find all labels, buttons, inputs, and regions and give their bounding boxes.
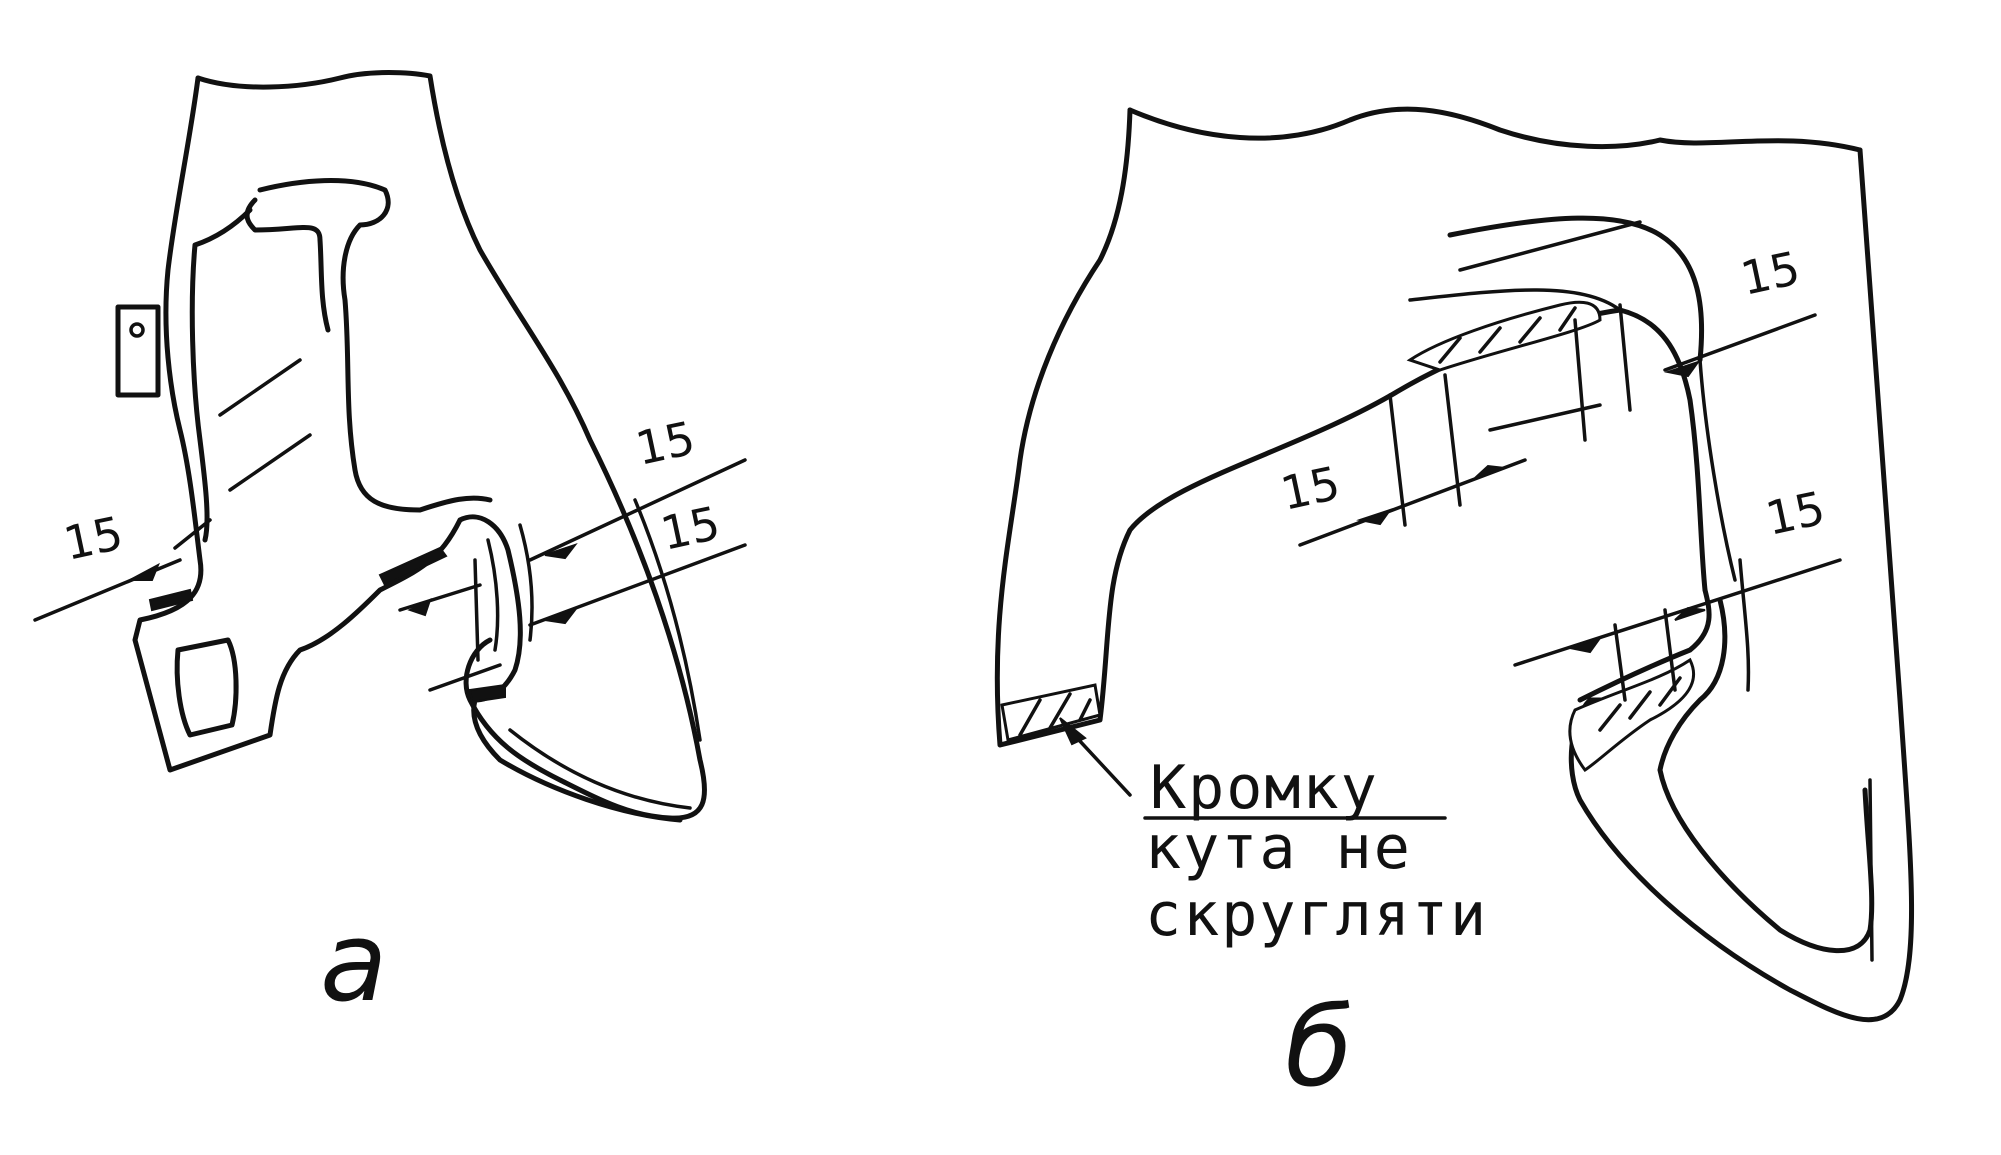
figure-a-hatch-lines	[218, 358, 312, 492]
figure-b-dim-bot: 15	[1761, 481, 1829, 546]
figure-b-measure-lines	[1388, 303, 1677, 702]
figure-a-arrow-3	[544, 608, 578, 625]
figure-a-weld-2	[468, 683, 506, 704]
figure-b-dim-line-top	[1663, 313, 1817, 372]
figure-a-dim-line-inner	[398, 558, 502, 692]
figure-b-caption: б	[1285, 983, 1353, 1111]
figure-a-left-contour	[132, 75, 463, 773]
figure-b-weld-top	[1406, 300, 1602, 372]
figure-a-dim-left: 15	[59, 506, 127, 571]
figure-a-lower-box	[174, 637, 239, 738]
figure-a-inner-shelf	[244, 197, 331, 333]
figure-a-caption: a	[320, 898, 387, 1026]
figure-a-arrow-2	[544, 543, 578, 560]
figure-b-right-contour	[1568, 147, 1915, 1023]
figure-b-loop-side	[1738, 558, 1751, 692]
figure-a-dim-line-right-bot	[528, 543, 747, 627]
figure-a-tab-mark	[129, 322, 145, 338]
figure-b-arrow-3	[1664, 360, 1701, 378]
figure-b-top-contour	[1127, 106, 1863, 153]
figure-a: 15 15 15 a	[33, 70, 747, 1026]
figure-a-weld-3	[148, 588, 194, 612]
figure-b-arrow-4	[1566, 636, 1603, 654]
figure-b-weld-hatch	[1018, 306, 1682, 737]
figure-a-arrow-4	[407, 598, 432, 617]
figure-a-outer-contour	[195, 70, 708, 821]
figure-a-hook-lower	[508, 728, 692, 810]
figure-a-dim-right-top: 15	[631, 411, 699, 476]
figure-b: 15 15 15 Кромку кута не скругляти б	[994, 106, 1915, 1111]
figure-b-arrow-5	[1674, 606, 1706, 621]
figure-a-arrow-1	[129, 562, 160, 581]
figure-b-dim-line-bot	[1513, 558, 1842, 667]
figure-a-inner-left	[189, 207, 253, 543]
figure-b-loop-inner	[1408, 288, 1737, 582]
figure-a-weld-1	[378, 546, 448, 587]
figure-b-loop-outer	[1447, 215, 1705, 363]
figure-b-outer-contour	[994, 107, 1708, 748]
figure-b-arrow-2	[1474, 464, 1506, 479]
figure-a-dim-right-bot: 15	[656, 496, 724, 561]
figure-b-loop-bottom	[1577, 587, 1875, 954]
figure-b-arrow-1	[1356, 508, 1393, 526]
figure-a-hook-inner	[486, 523, 534, 652]
figure-b-note-arrow	[1059, 717, 1087, 746]
figure-b-dim-top: 15	[1736, 241, 1804, 306]
figure-b-note-line2: кута не	[1145, 813, 1412, 883]
figure-b-note-line3: скругляти	[1145, 880, 1488, 950]
figure-a-side-line	[633, 498, 702, 742]
figure-b-dim-mid: 15	[1276, 456, 1344, 521]
figure-a-inner-cavity	[257, 178, 493, 513]
figure-a-tab	[115, 304, 161, 398]
figure-b-note-line1: Кромку	[1150, 753, 1379, 823]
